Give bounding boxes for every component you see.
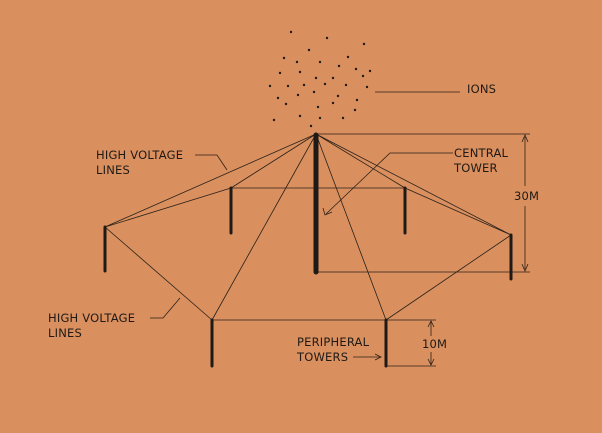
- ion-dot: [325, 36, 329, 40]
- ion-dot: [361, 74, 365, 78]
- ion-dot: [314, 76, 318, 80]
- label-line: LINES: [96, 163, 130, 177]
- ion-dot: [282, 56, 286, 60]
- line-to-tower-back-left: [230, 133, 317, 189]
- label-line: HIGH VOLTAGE: [96, 148, 184, 162]
- ion-dot: [284, 102, 288, 106]
- ion-dot: [337, 64, 341, 68]
- ion-dot: [344, 83, 348, 87]
- ion-dot: [336, 94, 340, 98]
- ion-dot: [346, 55, 350, 59]
- ion-dot: [298, 114, 302, 118]
- central-height-label: 30M: [514, 189, 540, 203]
- ion-dot: [341, 116, 345, 120]
- label-line: LINES: [48, 326, 82, 340]
- ions-label: IONS: [467, 82, 497, 96]
- ion-dot: [309, 124, 313, 128]
- ion-dot: [362, 42, 366, 46]
- label-line: PERIPHERAL: [297, 335, 370, 349]
- ion-dot: [268, 84, 272, 88]
- ion-dot: [276, 96, 280, 100]
- ion-dot: [318, 116, 322, 120]
- line-to-tower-front-right: [315, 133, 387, 321]
- line-to-tower-left: [104, 133, 317, 228]
- label-line: CENTRAL: [454, 146, 509, 160]
- ion-dot: [298, 70, 302, 74]
- line-to-tower-back-right: [315, 133, 406, 189]
- ion-dot: [272, 118, 276, 122]
- ion-dot: [289, 30, 293, 34]
- central-tower-label: CENTRAL TOWER: [454, 146, 508, 176]
- ion-dot: [286, 84, 290, 88]
- ion-dot: [302, 83, 306, 87]
- ion-dot: [354, 67, 358, 71]
- ion-dot: [316, 105, 320, 109]
- peripheral-height-label: 10M: [422, 337, 448, 351]
- line-left-to-front-left: [104, 226, 213, 321]
- ion-dot: [318, 60, 322, 64]
- ion-dot: [365, 85, 369, 89]
- high-voltage-lines: [104, 133, 512, 321]
- label-line: TOWER: [454, 161, 498, 175]
- ion-dot: [296, 93, 300, 97]
- ion-dot: [355, 98, 359, 102]
- line-right-to-front-right: [385, 234, 512, 321]
- high-voltage-lines-label-top: HIGH VOLTAGE LINES: [96, 148, 183, 178]
- towers: [103, 132, 513, 368]
- ion-dot: [368, 69, 372, 73]
- ion-dot: [323, 82, 327, 86]
- ion-dot: [295, 60, 299, 64]
- ion-dot: [353, 108, 357, 112]
- line-back-right-to-right: [404, 187, 512, 236]
- ion-dot: [278, 71, 282, 75]
- ion-dot: [307, 48, 311, 52]
- high-voltage-lines-label-bottom: HIGH VOLTAGE LINES: [48, 311, 135, 341]
- ion-dot: [312, 90, 316, 94]
- ion-dot: [331, 101, 335, 105]
- line-back-left-to-left: [104, 187, 232, 228]
- peripheral-towers-label: PERIPHERAL TOWERS: [297, 335, 369, 365]
- line-to-tower-right: [315, 133, 512, 236]
- dimension-lines: [150, 91, 530, 367]
- label-line: TOWERS: [297, 350, 349, 364]
- ion-dot: [331, 76, 335, 80]
- label-line: HIGH VOLTAGE: [48, 311, 136, 325]
- line-to-tower-front-left: [211, 133, 317, 321]
- ion-particles: [268, 30, 372, 128]
